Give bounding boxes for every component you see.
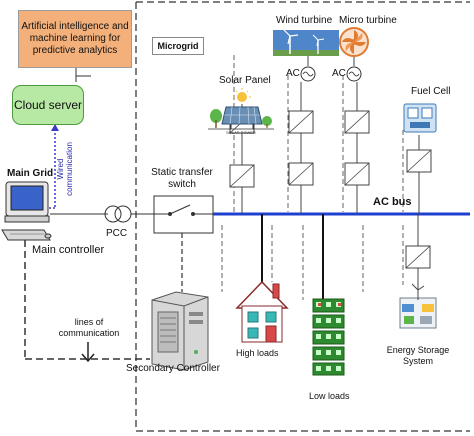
grid-feed-line — [50, 205, 154, 223]
micro-turbine-icon — [339, 27, 369, 57]
static-transfer-switch — [153, 195, 214, 292]
energy-storage-label: Energy Storage System — [386, 345, 450, 366]
micro-turbine-label: Micro turbine — [339, 15, 397, 26]
wind-turbine-label: Wind turbine — [276, 15, 333, 26]
pcc-label: PCC — [106, 228, 128, 239]
low-loads-label: Low loads — [309, 391, 350, 401]
converters — [229, 110, 432, 269]
wired-communication-label: Wired communication — [56, 142, 74, 196]
ai-to-cloud-arrow — [75, 68, 91, 82]
static-transfer-switch-label: Static transfer switch — [151, 167, 213, 190]
ac-label-wind: AC — [286, 68, 300, 79]
solar-power-caption: SOLAR POWER — [226, 130, 256, 135]
low-loads-building-icon — [312, 298, 345, 376]
ai-ml-box: Artificial intelligence and machine lear… — [18, 10, 132, 68]
high-loads-house-icon — [235, 280, 289, 343]
main-grid-label: Main Grid — [7, 168, 54, 179]
lines-of-communication-label: lines of communication — [58, 317, 120, 338]
microgrid-label: Microgrid — [152, 37, 204, 55]
wind-turbine-icon — [273, 29, 339, 56]
fuel-cell-label: Fuel Cell — [411, 86, 451, 97]
high-loads-label: High loads — [236, 348, 279, 358]
energy-storage-icon — [399, 283, 437, 329]
ac-bus-label: AC bus — [373, 196, 412, 208]
solar-panel-icon — [208, 88, 274, 130]
secondary-controller-icon — [151, 291, 209, 371]
main-controller-label: Main controller — [32, 244, 105, 256]
wired-communication-link — [48, 124, 59, 209]
cloud-server-box: Cloud server — [12, 85, 84, 125]
secondary-controller-label: Secondary Controller — [126, 363, 220, 374]
fuel-cell-icon — [403, 103, 437, 133]
main-grid-computer — [1, 181, 52, 241]
load-feeders — [261, 214, 324, 300]
ac-label-micro: AC — [332, 68, 346, 79]
ac-generators — [300, 66, 362, 82]
controller-comm-line — [24, 240, 150, 363]
solar-panel-label: Solar Panel — [219, 75, 271, 86]
